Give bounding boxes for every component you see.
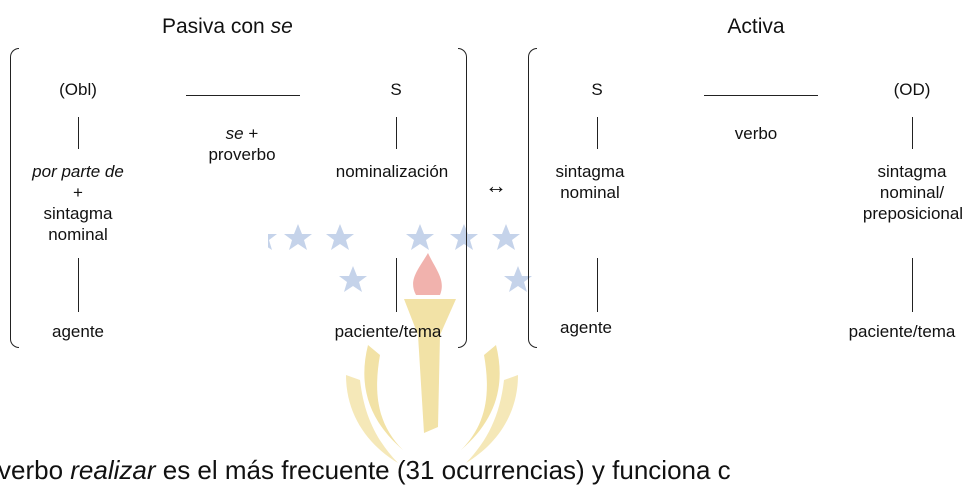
passive-s-label: S [390,80,402,99]
double-arrow-icon: ↔ [485,173,507,198]
passive-agente-connector [78,258,79,312]
passive-s-connector [396,117,397,149]
active-sintagma: sintagma [555,162,625,181]
passive-right-bracket [458,48,467,348]
passive-left-bracket [10,48,19,348]
laurel-left [364,345,403,450]
passive-nominal: nominal [48,225,108,244]
university-seal-watermark [268,224,532,463]
active-od-label: (OD) [893,80,931,99]
passive-obl-connector [78,117,79,149]
passive-agente: agente [52,322,104,341]
active-nominal-2: nominal/ [879,183,945,202]
stars [268,224,532,292]
laurel-right-2 [466,375,518,463]
active-link-line [704,95,818,96]
active-sintagma-2: sintagma [877,162,947,181]
active-title: Activa [727,15,785,38]
passive-paciente-connector [396,258,397,312]
active-preposicional: preposicional [862,204,964,223]
passive-proverbo: proverbo [208,145,276,164]
torch-flame [413,253,442,295]
passive-obl-label: (Obl) [59,80,97,99]
passive-paciente: paciente/tema [334,322,442,341]
active-agente-connector [597,258,598,312]
active-paciente-connector [912,258,913,312]
torch-body [404,299,456,433]
active-verbo: verbo [734,124,778,143]
passive-title: Pasiva con se [162,15,293,38]
passive-por-parte-de: por parte de [32,162,124,181]
paragraph-italic: realizar [70,455,156,485]
active-s-label: S [591,80,603,99]
laurel-right [461,345,500,450]
active-paciente: paciente/tema [848,322,956,341]
passive-nominalizacion: nominalización [335,162,449,181]
passive-sintagma: sintagma [43,204,113,223]
active-nominal: nominal [560,183,620,202]
body-paragraph: verbo realizar es el más frecuente (31 o… [0,455,731,485]
passive-title-se: se [270,15,293,38]
active-od-connector [912,117,913,149]
active-agente: agente [560,318,612,337]
laurel-left-2 [346,375,398,463]
active-left-bracket [528,48,537,348]
passive-se-plus: se + [225,124,259,143]
passive-link-line [186,95,300,96]
active-s-connector [597,117,598,149]
passive-plus: + [73,183,83,202]
